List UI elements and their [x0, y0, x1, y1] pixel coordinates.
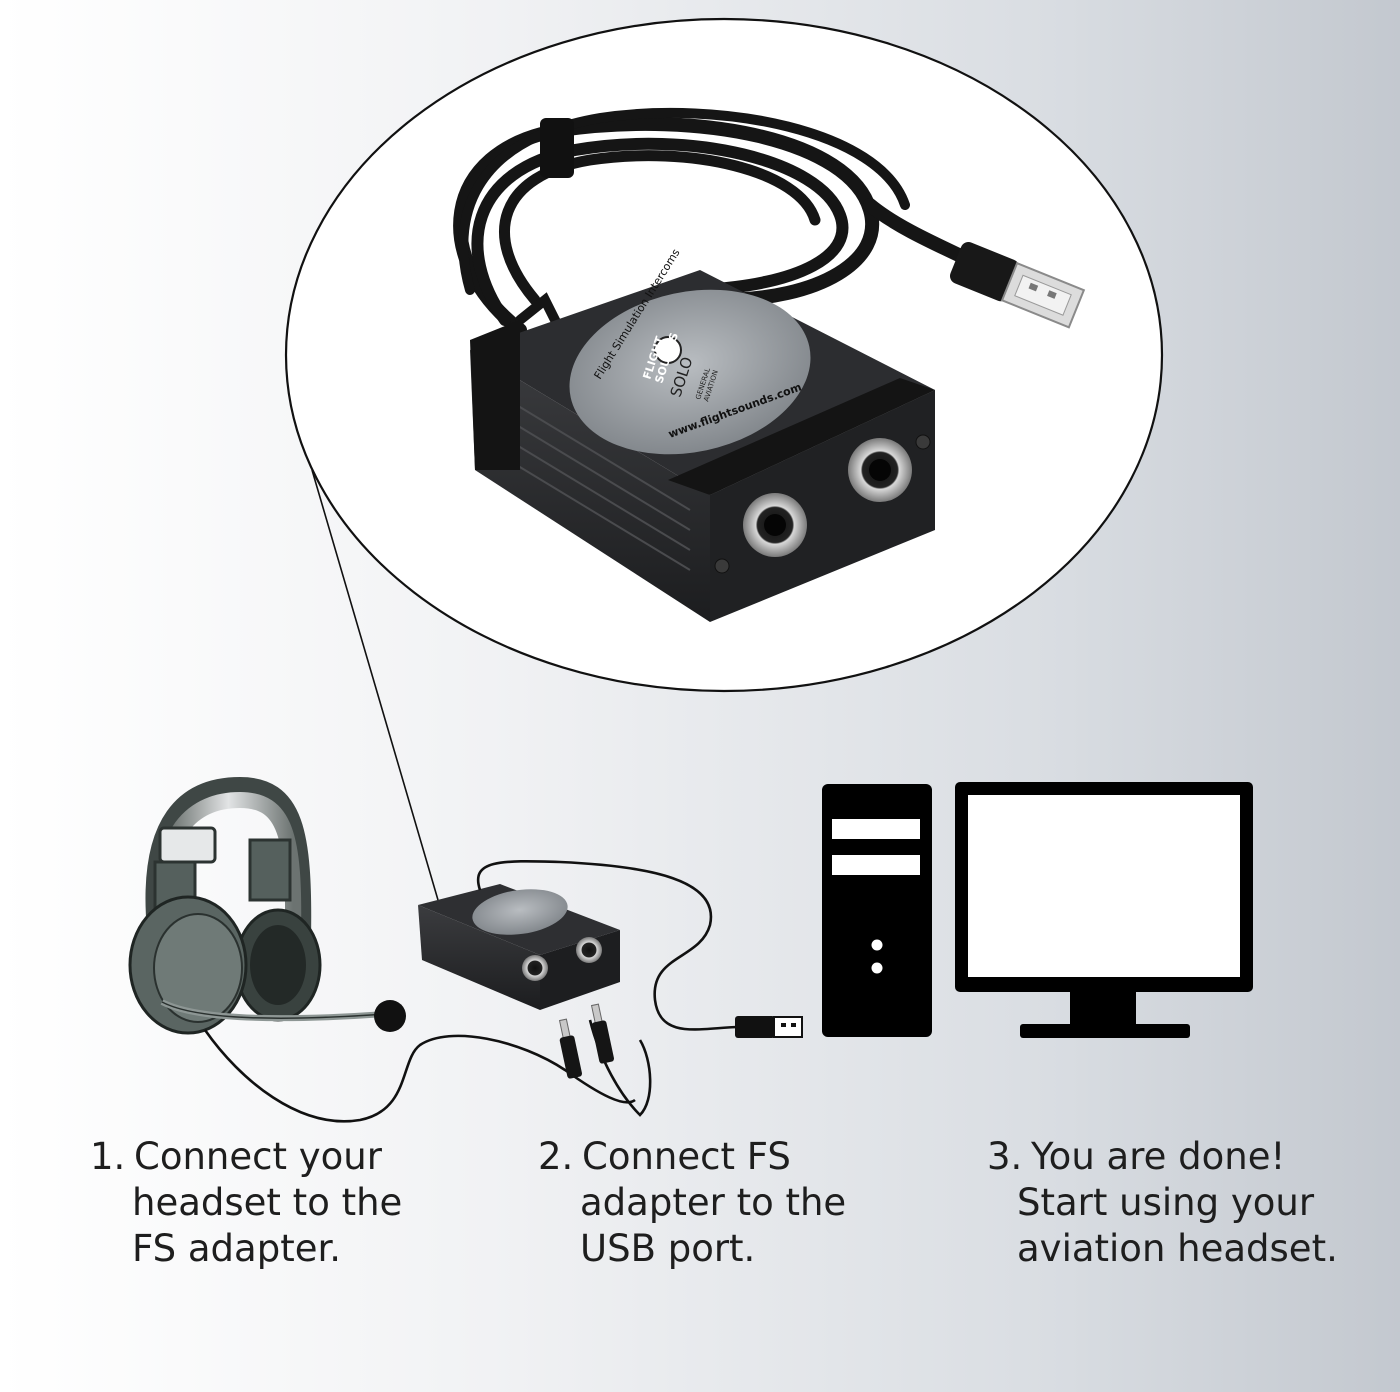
step-text-line: headset to the [132, 1181, 403, 1224]
twin-headset-plugs [558, 1003, 615, 1079]
aviation-headset-illustration [128, 776, 406, 1035]
fs-adapter-small [418, 884, 620, 1010]
step-text-line: Connect your [134, 1135, 382, 1178]
step-text-line: adapter to the [580, 1181, 847, 1224]
headset-cable [203, 1029, 636, 1123]
computer-tower-icon [822, 784, 932, 1037]
usb-plug-icon [735, 1016, 803, 1038]
step-number: 1. [90, 1135, 126, 1178]
usb-cable [476, 859, 739, 1031]
step-text-line: Start using your [1017, 1181, 1315, 1224]
step-number: 3. [987, 1135, 1023, 1178]
magnified-device-callout: Flight Simulation Intercoms FLIGHT SOUND… [284, 17, 1164, 693]
screw-icon [714, 558, 730, 574]
step-text-line: You are done! [1031, 1135, 1286, 1178]
fs-adapter-large: Flight Simulation Intercoms FLIGHT SOUND… [470, 246, 935, 622]
monitor-icon [955, 782, 1253, 1038]
brand-logo-icon [654, 336, 682, 364]
step-text-line: USB port. [580, 1227, 756, 1270]
callout-leader-line [311, 469, 439, 901]
coiled-usb-cable [453, 107, 997, 337]
label-disc [569, 289, 811, 455]
screw-icon [915, 434, 931, 450]
step-text-line: aviation headset. [1017, 1227, 1338, 1270]
step-text-line: Connect FS [582, 1135, 791, 1178]
step-text-line: FS adapter. [132, 1227, 342, 1270]
boom-microphone-icon [374, 1000, 406, 1032]
usb-a-plug [949, 242, 1086, 329]
step-number: 2. [538, 1135, 574, 1178]
